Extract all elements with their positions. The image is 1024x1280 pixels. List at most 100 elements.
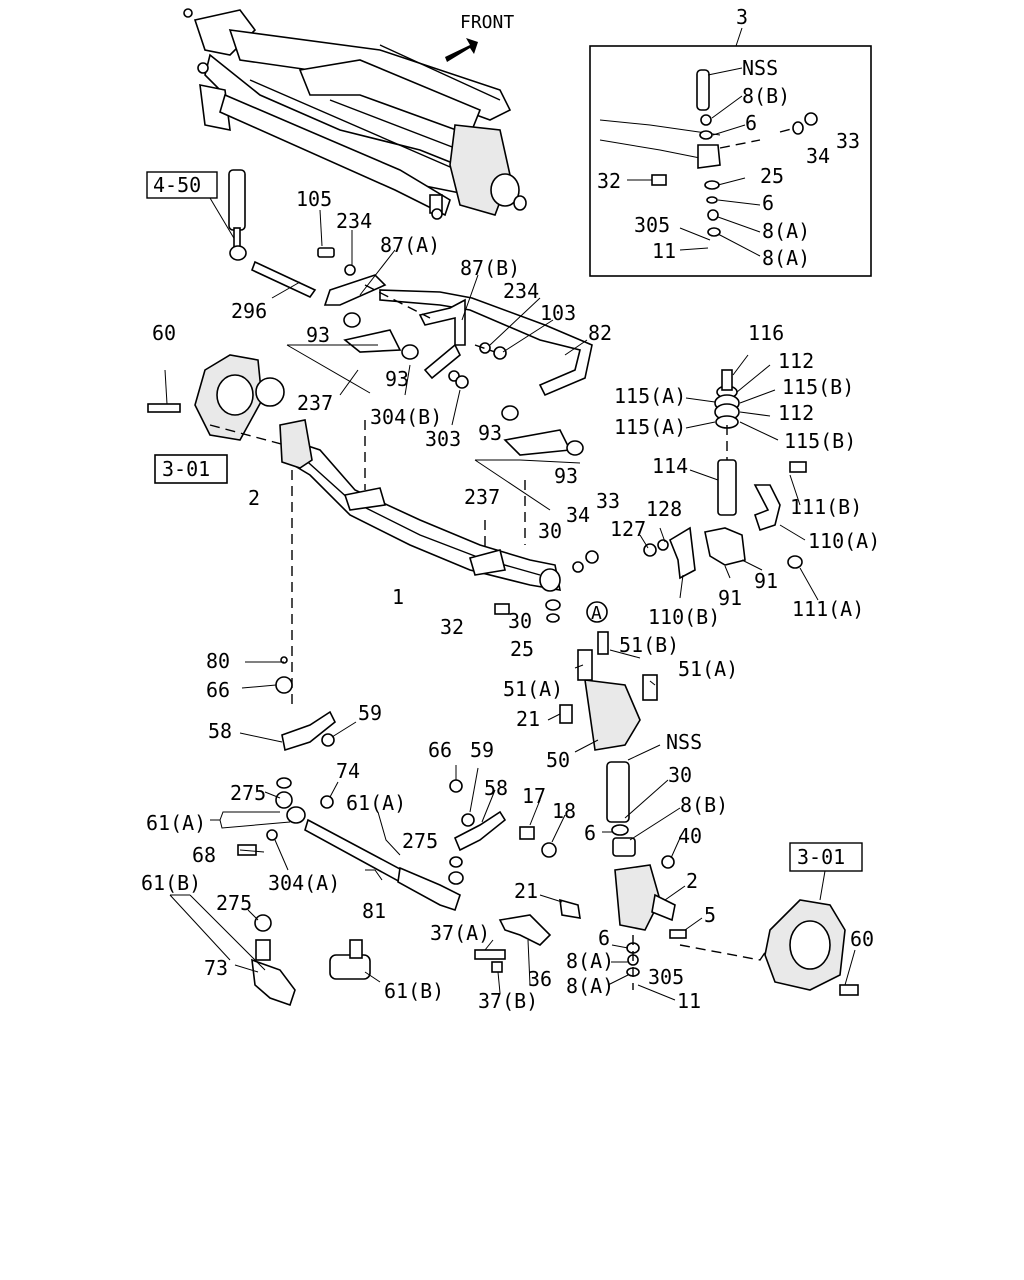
label-58-b: 58 <box>484 776 508 800</box>
label-275-a: 275 <box>230 781 266 805</box>
label-33-a: 33 <box>596 489 620 513</box>
label-21-a: 21 <box>516 707 540 731</box>
inset-label-34: 34 <box>806 144 830 168</box>
label-6-c: 6 <box>584 821 596 845</box>
label-115a-1: 115(A) <box>614 384 686 408</box>
label-115b-2: 115(B) <box>784 429 856 453</box>
chassis-frame-drawing <box>183 8 527 220</box>
inset-label-305: 305 <box>634 213 670 237</box>
label-6-d: 6 <box>598 926 610 950</box>
inset-label-32: 32 <box>597 169 621 193</box>
label-66-b: 66 <box>428 738 452 762</box>
knuckle-flange-left: 3-01 <box>147 354 286 484</box>
label-17: 17 <box>522 784 546 808</box>
label-110b: 110(B) <box>648 605 720 629</box>
label-105: 105 <box>296 187 332 211</box>
label-21-b: 21 <box>514 879 538 903</box>
label-2-b: 2 <box>686 869 698 893</box>
label-8a-4: 8(A) <box>566 974 614 998</box>
label-234-a: 234 <box>336 209 372 233</box>
stabilizer-bar <box>271 209 593 426</box>
label-87a: 87(A) <box>380 233 440 257</box>
label-nss-2: NSS <box>666 730 702 754</box>
steering-linkage-left <box>210 470 461 912</box>
label-74: 74 <box>336 759 360 783</box>
ref-box-4-50 <box>146 171 218 199</box>
label-37a: 37(A) <box>430 921 490 945</box>
label-51a-1: 51(A) <box>503 677 563 701</box>
shock-absorber: 4-50 <box>146 169 317 299</box>
label-61b-a: 61(B) <box>141 871 201 895</box>
label-60-a: 60 <box>152 321 176 345</box>
label-112-b: 112 <box>778 401 814 425</box>
label-18: 18 <box>552 799 576 823</box>
label-115b-1: 115(B) <box>782 375 854 399</box>
tie-rod-ends <box>169 894 381 1007</box>
label-30-b: 30 <box>508 609 532 633</box>
label-68: 68 <box>192 843 216 867</box>
label-127: 127 <box>610 517 646 541</box>
label-80: 80 <box>206 649 230 673</box>
axle-beam <box>279 405 599 623</box>
label-115a-2: 115(A) <box>614 415 686 439</box>
label-59-b: 59 <box>470 738 494 762</box>
label-73: 73 <box>204 956 228 980</box>
label-37b: 37(B) <box>478 989 538 1013</box>
knuckle-right: A <box>539 601 781 1001</box>
label-93-a: 93 <box>306 323 330 347</box>
circle-a: A <box>591 603 602 624</box>
label-110a: 110(A) <box>808 529 880 553</box>
label-305-b: 305 <box>648 965 684 989</box>
label-112-a: 112 <box>778 349 814 373</box>
label-93-b: 93 <box>385 367 409 391</box>
label-30-c: 30 <box>668 763 692 787</box>
front-label: FRONT <box>460 12 514 33</box>
knuckle-flange-right: 3-01 <box>764 842 863 996</box>
inset-label-8a-1: 8(A) <box>762 219 810 243</box>
label-61a-a: 61(A) <box>146 811 206 835</box>
circle-a-marker <box>586 601 608 623</box>
label-81: 81 <box>362 899 386 923</box>
label-34-a: 34 <box>566 503 590 527</box>
label-114: 114 <box>652 454 688 478</box>
ref-box-3-01-left <box>154 454 228 484</box>
label-36: 36 <box>528 967 552 991</box>
label-61b-b: 61(B) <box>384 979 444 1003</box>
label-66-a: 66 <box>206 678 230 702</box>
label-59-a: 59 <box>358 701 382 725</box>
label-25-a: 25 <box>510 637 534 661</box>
inset-label-11: 11 <box>652 239 676 263</box>
label-304a: 304(A) <box>268 871 340 895</box>
label-82: 82 <box>588 321 612 345</box>
inset-label-6a: 6 <box>745 111 757 135</box>
label-111a: 111(A) <box>792 597 864 621</box>
label-296: 296 <box>231 299 267 323</box>
label-50: 50 <box>546 748 570 772</box>
front-arrow: FRONT <box>445 12 514 62</box>
label-93-d: 93 <box>554 464 578 488</box>
label-61a-b: 61(A) <box>346 791 406 815</box>
label-103: 103 <box>540 301 576 325</box>
label-91-a: 91 <box>754 569 778 593</box>
inset-label-nss: NSS <box>742 56 778 80</box>
inset-detail-3: 3 NSS 8(B) 6 33 34 32 25 6 305 8(A) <box>589 5 872 277</box>
inset-number: 3 <box>736 5 748 29</box>
label-40: 40 <box>678 824 702 848</box>
label-303: 303 <box>425 427 461 451</box>
inset-label-33: 33 <box>836 129 860 153</box>
bushing-assembly <box>639 354 819 601</box>
inset-label-8b: 8(B) <box>742 84 790 108</box>
ref-3-01-right: 3-01 <box>797 845 845 869</box>
label-8b-2: 8(B) <box>680 793 728 817</box>
label-93-c: 93 <box>478 421 502 445</box>
front-arrow-icon <box>445 38 478 62</box>
ref-3-01-left: 3-01 <box>162 457 210 481</box>
inset-label-25: 25 <box>760 164 784 188</box>
inset-label-8a-2: 8(A) <box>762 246 810 270</box>
label-8a-3: 8(A) <box>566 949 614 973</box>
label-237-b: 237 <box>464 485 500 509</box>
label-51a-2: 51(A) <box>678 657 738 681</box>
ref-box-3-01-right <box>789 842 863 872</box>
label-116: 116 <box>748 321 784 345</box>
